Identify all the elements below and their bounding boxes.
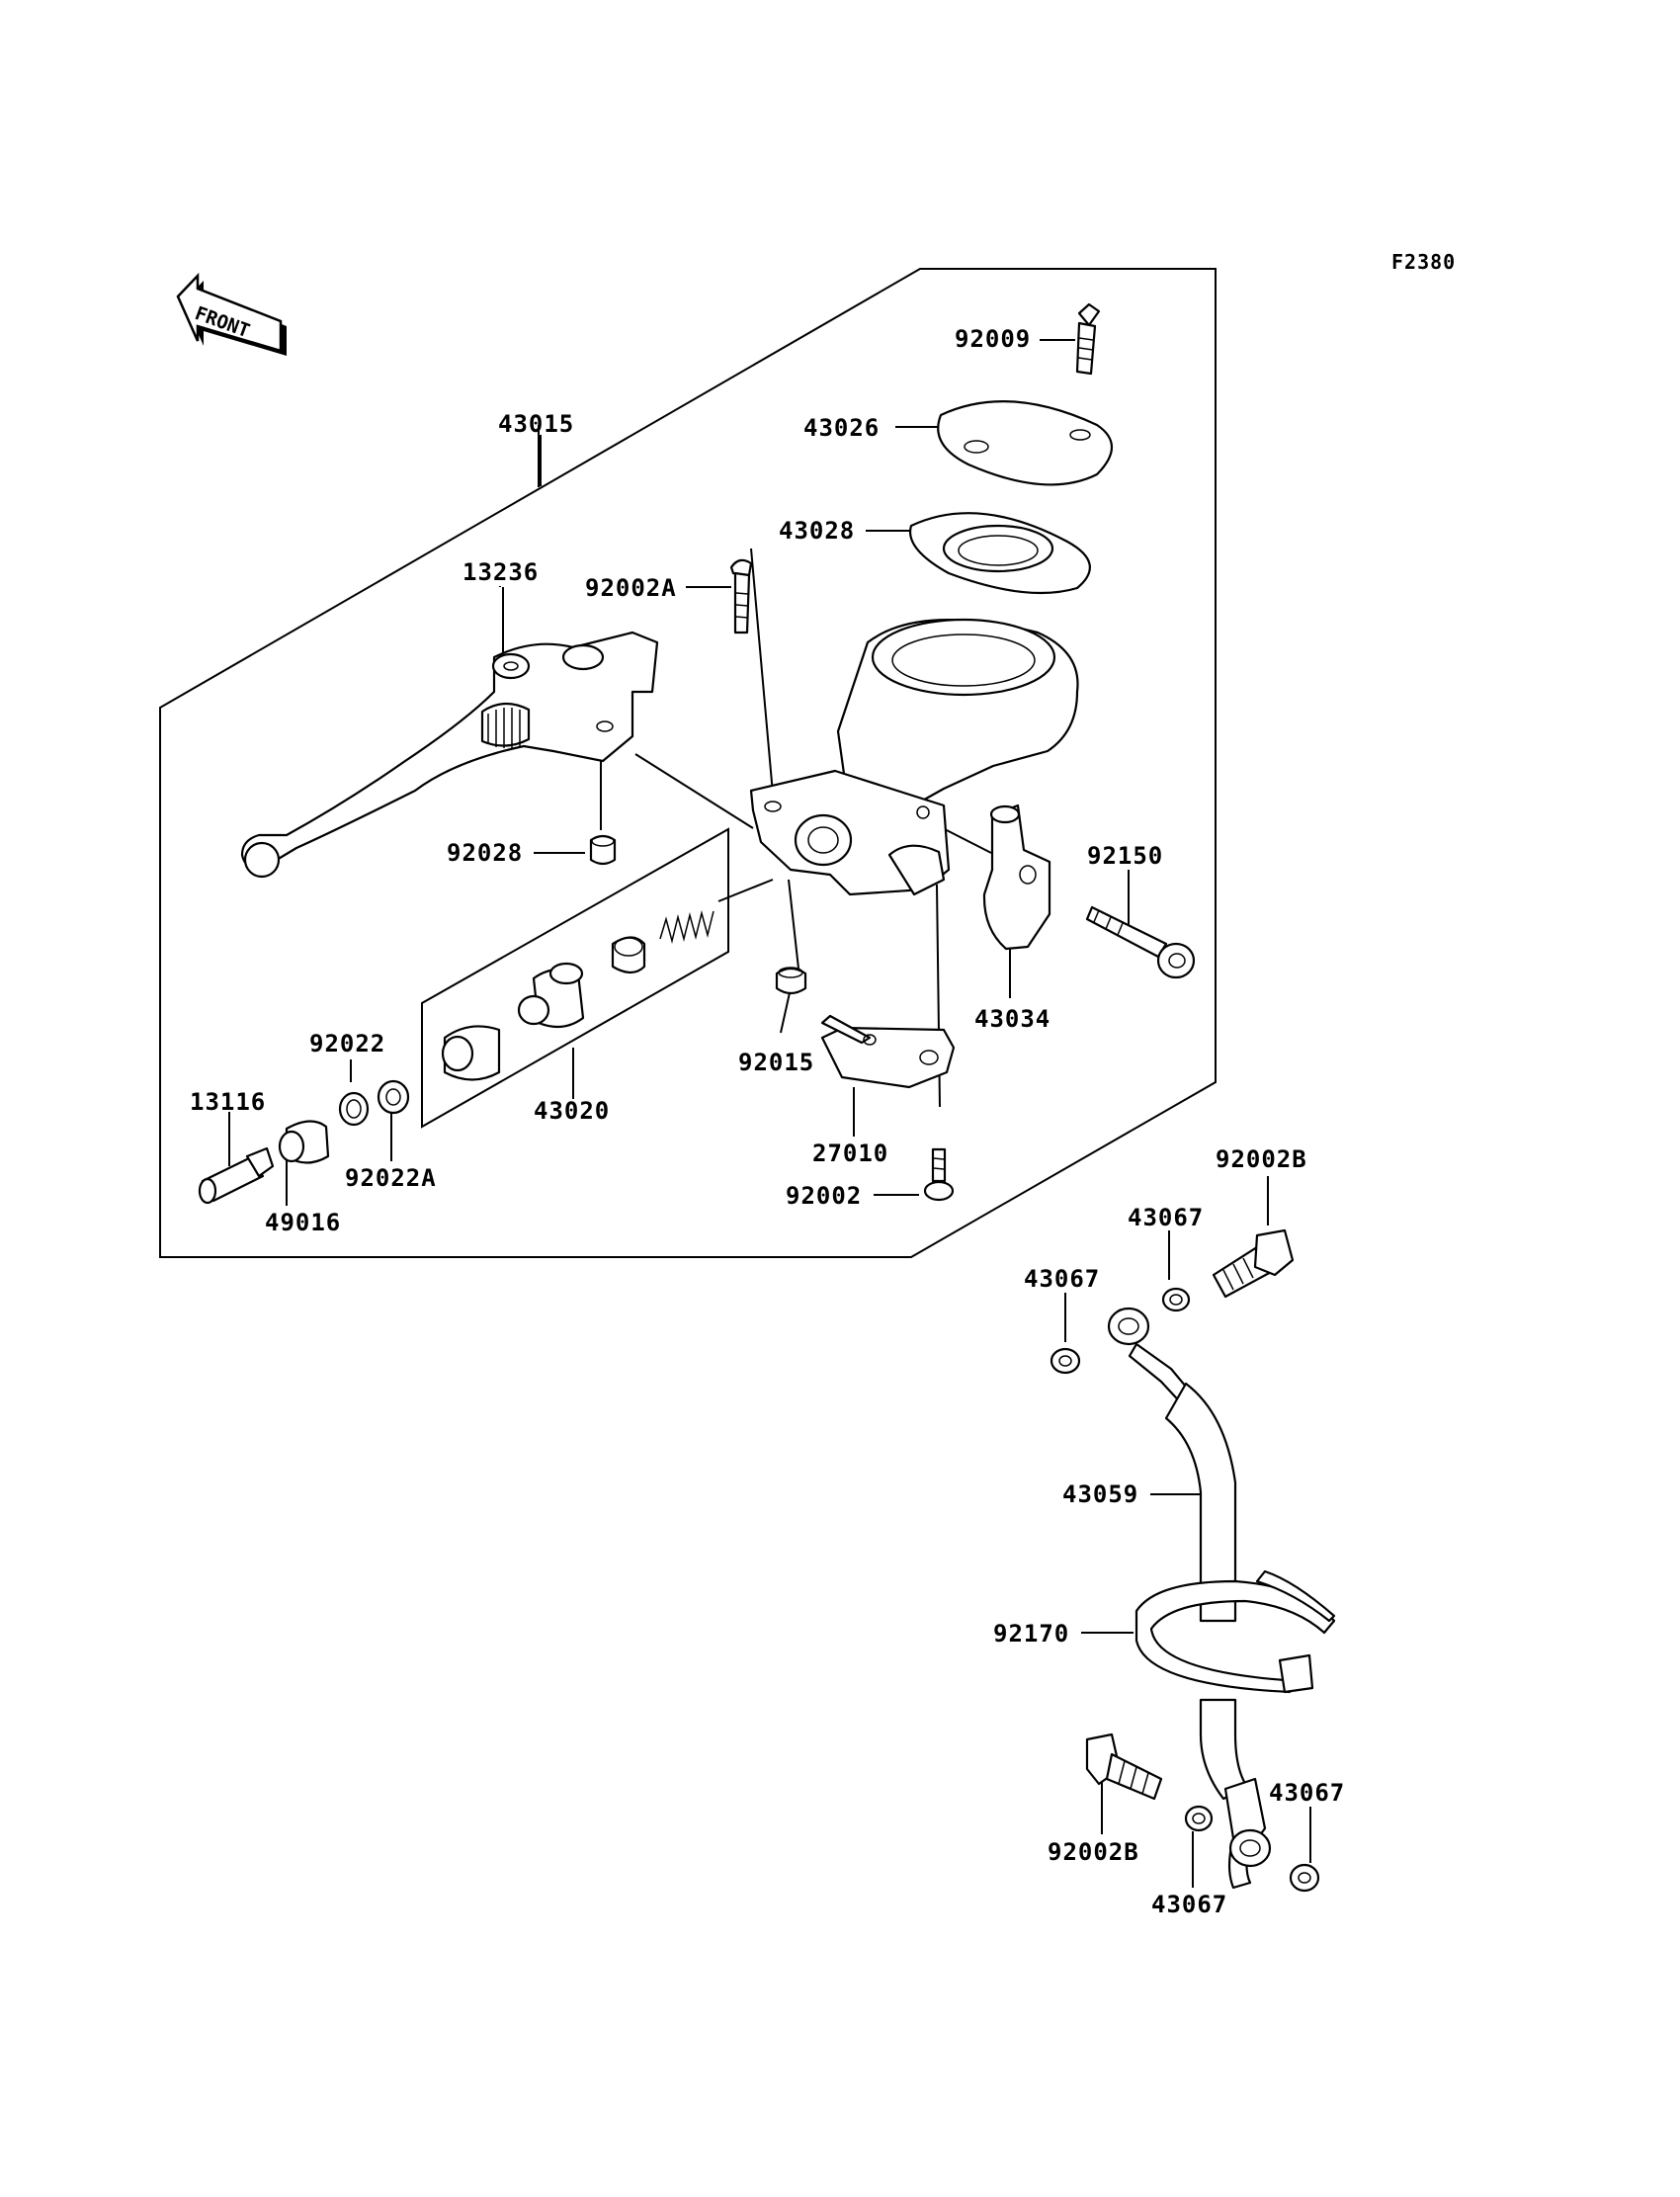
piston-kit-43020-parts: [441, 936, 646, 1081]
hose-clamp-92170: [1134, 1569, 1336, 1694]
washer-92022A: [377, 1079, 410, 1115]
label-92028: 92028: [447, 839, 523, 867]
label-92002B-bottom: 92002B: [1048, 1838, 1139, 1866]
assembly-outline: [159, 268, 1217, 1258]
label-92002B-top: 92002B: [1216, 1145, 1307, 1173]
label-49016: 49016: [265, 1209, 341, 1236]
label-92009: 92009: [955, 325, 1031, 353]
clamp-43034: [982, 803, 1051, 951]
label-43067-b: 43067: [1024, 1265, 1100, 1293]
washer-43067-a: [1161, 1287, 1191, 1312]
label-92170: 92170: [993, 1620, 1069, 1648]
piston-kit-outline: [421, 827, 729, 1129]
screw-92002: [923, 1147, 955, 1202]
screw-92009: [1075, 302, 1101, 376]
clutch-switch-27010: [820, 1014, 956, 1089]
label-92150: 92150: [1087, 842, 1163, 870]
label-92002A: 92002A: [585, 574, 677, 602]
push-rod-13116: [198, 1146, 275, 1205]
label-92015: 92015: [738, 1049, 814, 1076]
diagram-code: F2380: [1391, 250, 1456, 274]
bolt-92150: [1085, 905, 1196, 979]
label-43067-d: 43067: [1269, 1779, 1345, 1807]
washer-43067-c: [1184, 1805, 1214, 1832]
clutch-lever-13236: [240, 631, 659, 879]
label-43020: 43020: [534, 1097, 610, 1125]
label-43059: 43059: [1062, 1480, 1138, 1508]
master-cylinder-body: [749, 618, 1079, 896]
label-13116: 13116: [190, 1088, 266, 1116]
label-43026: 43026: [803, 414, 880, 442]
banjo-bolt-92002B-top: [1212, 1228, 1295, 1299]
label-43067-a: 43067: [1128, 1204, 1204, 1231]
screw-92002A: [729, 558, 753, 634]
label-92022: 92022: [309, 1030, 385, 1057]
label-27010: 27010: [812, 1140, 888, 1167]
washer-43067-b: [1050, 1347, 1081, 1375]
label-43034: 43034: [974, 1005, 1050, 1033]
label-13236: 13236: [462, 558, 539, 586]
label-43015: 43015: [498, 410, 574, 438]
washer-43067-d: [1289, 1863, 1320, 1893]
circlip-92022: [338, 1091, 370, 1127]
clutch-hose-43059: [1107, 1307, 1272, 1890]
diaphragm-43028: [908, 512, 1091, 595]
dust-boot-49016: [278, 1120, 330, 1164]
nut-92015: [775, 967, 807, 995]
spring: [659, 910, 714, 944]
part-labels: 92009 43026 43028 43015 13236 92002A 920…: [190, 325, 1345, 1918]
label-43028: 43028: [779, 517, 855, 545]
front-arrow-icon: FRONT: [176, 272, 287, 356]
label-43067-c: 43067: [1151, 1891, 1227, 1918]
reservoir-cap-43026: [937, 400, 1113, 486]
pin-92028: [589, 834, 617, 866]
banjo-bolt-92002B-bottom: [1085, 1732, 1163, 1801]
label-92022A: 92022A: [345, 1164, 437, 1192]
label-92002: 92002: [786, 1182, 862, 1210]
